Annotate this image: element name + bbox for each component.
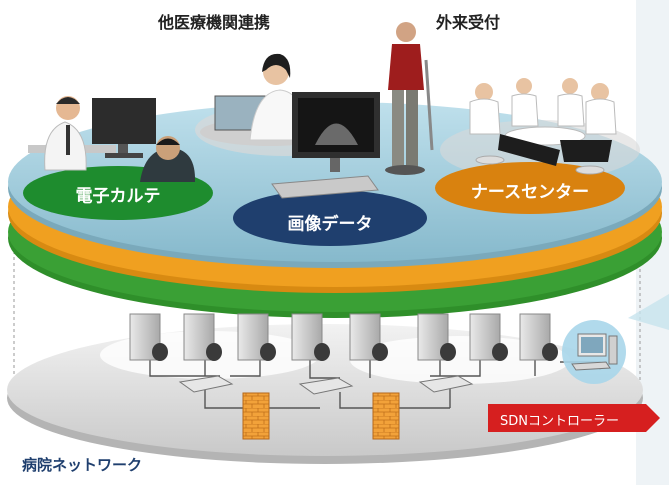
controller-pc-icon — [562, 320, 626, 384]
label-hospital-network: 病院ネットワーク — [22, 456, 143, 474]
monitor-icon — [92, 98, 156, 158]
label-imaging-data: 画像データ — [287, 214, 373, 235]
nurse-pill — [435, 162, 625, 214]
label-emr: 電子カルテ — [75, 186, 161, 207]
switch-group — [178, 375, 474, 395]
patient-icon — [140, 136, 196, 182]
network-cables — [149, 360, 601, 409]
firewall-group — [242, 392, 400, 440]
server-icon — [129, 313, 168, 361]
imaging-pill — [233, 190, 427, 246]
server-icon — [291, 313, 330, 361]
label-other-hospital: 他医療機関連携 — [158, 13, 271, 32]
sdn-controller-arrow — [488, 404, 660, 432]
switch-icon — [418, 375, 474, 393]
keyboard-icon — [271, 175, 379, 199]
server-icon — [349, 313, 388, 361]
outpatient-crutch-icon — [385, 22, 434, 175]
label-sdn-controller: SDNコントローラー — [500, 414, 619, 429]
server-group — [129, 313, 558, 361]
server-icon — [183, 313, 222, 361]
nurse-meeting-icon — [469, 78, 617, 175]
ultrasound-monitor-icon — [292, 92, 380, 172]
switch-icon — [178, 375, 234, 393]
callout-pointer — [628, 294, 669, 330]
server-icon — [417, 313, 456, 361]
label-outpatient-reception: 外来受付 — [436, 13, 501, 32]
doctor-icon — [28, 96, 116, 171]
firewall-icon — [372, 392, 400, 440]
server-icon — [237, 313, 276, 361]
label-nurse-station: ナースセンター — [470, 182, 590, 203]
firewall-icon — [242, 392, 270, 440]
server-icon — [519, 313, 558, 361]
switch-icon — [298, 377, 354, 395]
server-icon — [469, 313, 508, 361]
